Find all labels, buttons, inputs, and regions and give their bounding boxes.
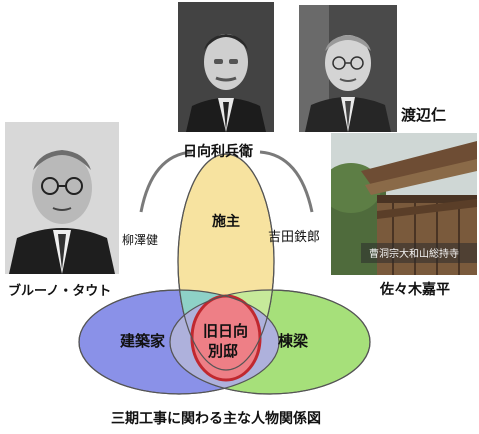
photo-hinata (178, 2, 274, 132)
arc-left (139, 150, 193, 213)
temple-sign: 曹洞宗大和山総持寺 (369, 249, 459, 260)
photo-watanabe (299, 5, 397, 132)
label-carpenter: 棟梁 (278, 332, 309, 350)
label-center-line2: 別邸 (208, 342, 239, 360)
name-taut: ブルーノ・タウト (8, 284, 112, 299)
name-yanagisawa: 柳澤健 (122, 233, 159, 247)
photo-taut (5, 122, 119, 274)
label-owner: 施主 (212, 214, 240, 230)
name-sasaki: 佐々木嘉平 (380, 282, 450, 298)
name-yoshida: 吉田鉄郎 (268, 230, 321, 245)
name-watanabe: 渡辺仁 (401, 106, 447, 124)
label-architect: 建築家 (120, 332, 166, 350)
name-hinata: 日向利兵衛 (183, 144, 253, 160)
diagram-caption: 三期工事に関わる主な人物関係図 (111, 411, 321, 427)
photo-temple: 曹洞宗大和山総持寺 (331, 133, 477, 275)
label-center-line1: 旧日向 (203, 322, 249, 340)
arc-right (259, 150, 314, 213)
